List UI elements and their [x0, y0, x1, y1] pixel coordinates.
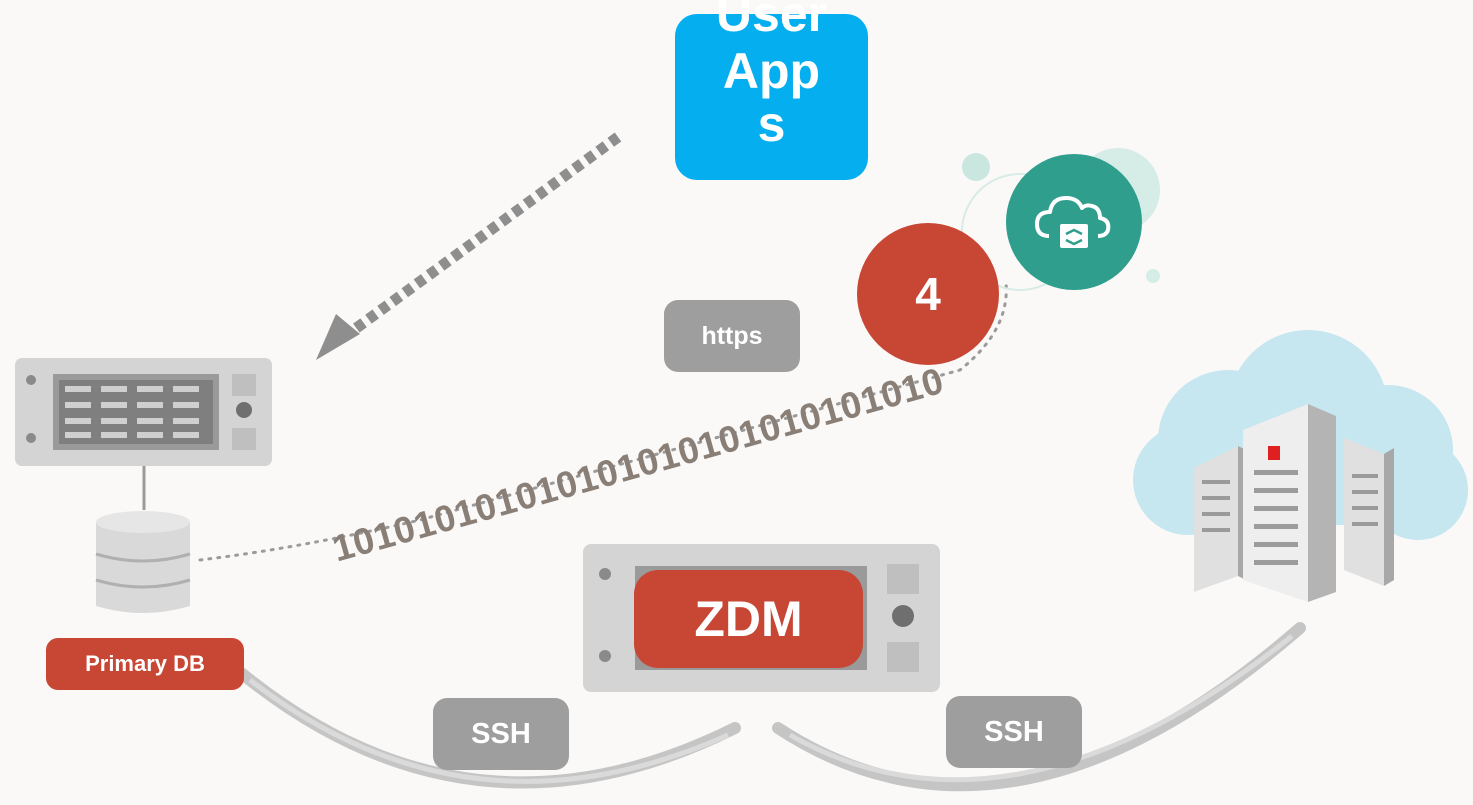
database-cylinder-icon: [95, 511, 191, 613]
user-apps-arrowhead: [316, 314, 360, 360]
zdm-label: ZDM: [634, 570, 863, 668]
https-badge: https: [664, 300, 800, 372]
cloud-datacenter-icon: [1133, 330, 1468, 602]
ssh-left-arc-inner: [248, 678, 730, 784]
bubble-small: [962, 153, 990, 181]
ssh-left-badge: SSH: [433, 698, 569, 770]
ssh-right-badge: SSH: [946, 696, 1082, 768]
step-number-badge: 4: [857, 223, 999, 365]
primary-db-label: Primary DB: [46, 638, 244, 690]
user-apps-box: User App s: [675, 0, 868, 180]
user-apps-line3: s: [757, 96, 786, 152]
cloud-storage-icon: [1006, 154, 1142, 290]
ssh-right-arc-inner: [788, 634, 1294, 783]
user-apps-line1: User: [715, 0, 828, 42]
source-server-icon: [15, 358, 272, 466]
user-apps-arrow: [336, 132, 622, 345]
bubble-tiny: [1146, 269, 1160, 283]
user-apps-line2: App: [722, 43, 821, 99]
db-to-storage-dotted-path: [198, 281, 1008, 562]
